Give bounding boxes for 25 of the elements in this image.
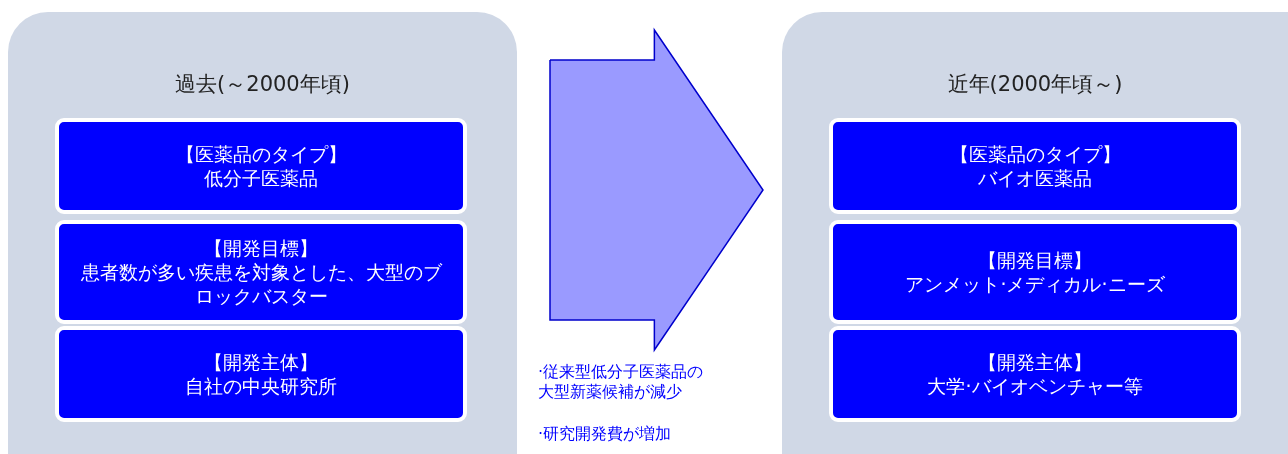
box-heading: 【開発目標】 bbox=[204, 236, 318, 260]
box-heading: 【開発主体】 bbox=[204, 350, 318, 374]
box-text: 低分子医薬品 bbox=[204, 166, 318, 190]
box-heading: 【開発目標】 bbox=[978, 248, 1092, 272]
info-box bbox=[55, 118, 467, 214]
info-box bbox=[829, 326, 1241, 422]
info-box bbox=[55, 326, 467, 422]
box-text: 大学·バイオベンチャー等 bbox=[927, 374, 1143, 398]
box-text: 自社の中央研究所 bbox=[185, 374, 337, 398]
box-heading: 【医薬品のタイプ】 bbox=[949, 142, 1121, 166]
block-arrow bbox=[549, 27, 764, 353]
box-text: 患者数が多い疾患を対象とした、大型のブロックバスター bbox=[79, 260, 443, 308]
note-text: ·従来型低分子医薬品の大型新薬候補が減少 bbox=[538, 362, 705, 402]
info-box bbox=[829, 220, 1241, 324]
info-box bbox=[829, 118, 1241, 214]
period-panel bbox=[8, 12, 517, 454]
panel-heading: 近年(2000年頃～) bbox=[946, 71, 1124, 98]
box-heading: 【医薬品のタイプ】 bbox=[175, 142, 347, 166]
box-text: アンメット·メディカル·ニーズ bbox=[905, 272, 1165, 296]
info-box bbox=[55, 220, 467, 324]
panel-heading: 過去(～2000年頃) bbox=[174, 71, 351, 98]
note-text: ·研究開発費が増加 bbox=[538, 424, 673, 444]
box-text: バイオ医薬品 bbox=[978, 166, 1092, 190]
box-heading: 【開発主体】 bbox=[978, 350, 1092, 374]
period-panel bbox=[782, 12, 1288, 454]
